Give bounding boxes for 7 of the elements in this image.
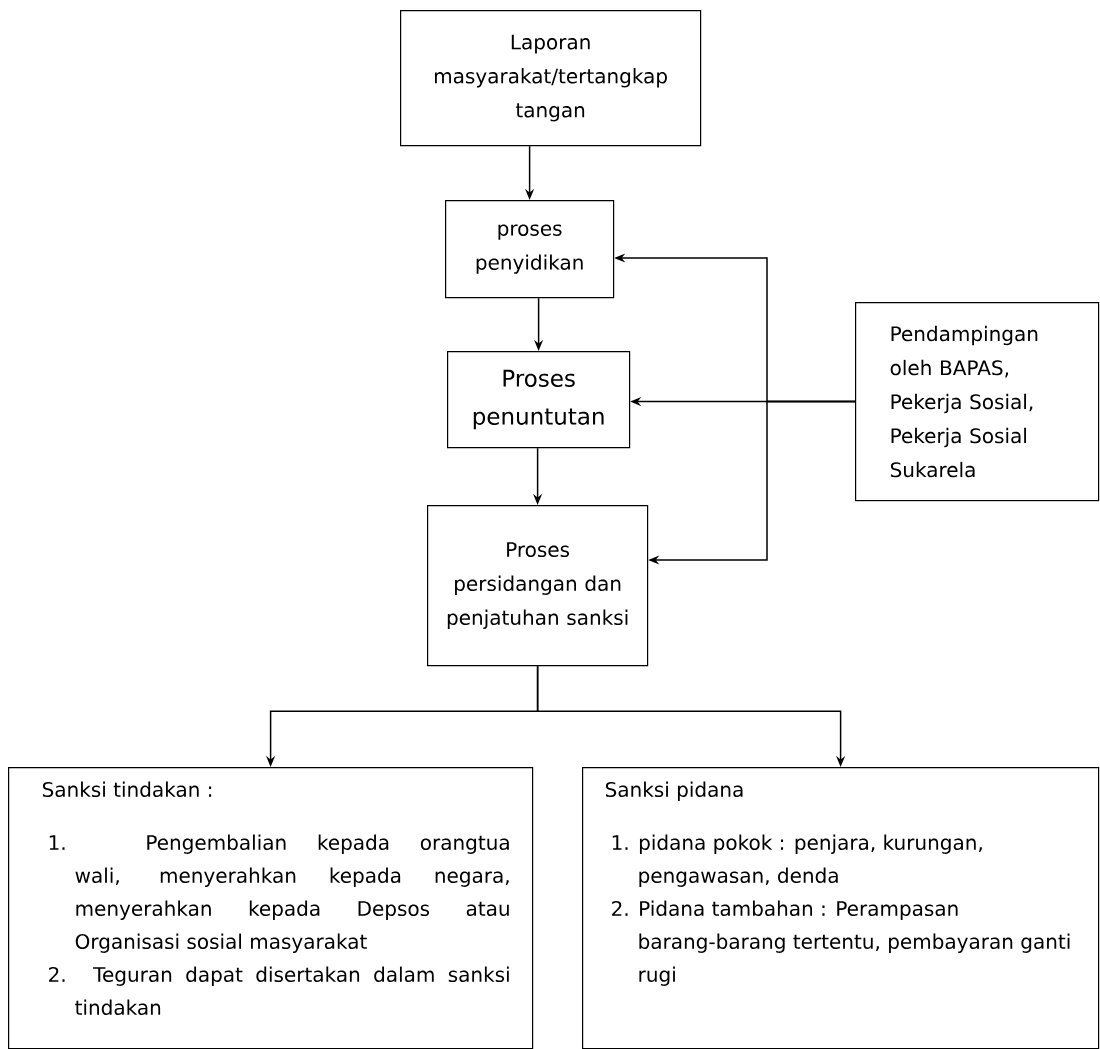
process-box: Proses persidangan dan penjatuhan sanksi — [427, 505, 649, 667]
note-box: Pendampingan oleh BAPAS, Pekerja Sosial, Pekerja Sosial Sukarela — [855, 302, 1100, 502]
process-box: proses penyidikan — [445, 200, 615, 299]
process-box: Laporan masyarakat/tertangkap tangan — [400, 10, 702, 147]
sanction-box: Sanksi pidana 1. pidana pokok : penjara, kurungan, pengawasan, denda 2. Pidana tambahan : Perampasan barang-barang tertentu, pembayaran ganti rugi — [582, 767, 1100, 1049]
sanction-box: Sanksi tindakan : 1. Pengembalian kepada orangtua wali, menyerahkan kepada negara, menyerahkan kepada Depsos atau Organisasi sosial masyarakat 2. Teguran dapat disertakan dalam sanksi tindakan — [8, 767, 534, 1049]
process-box: Proses penuntutan — [447, 351, 631, 449]
